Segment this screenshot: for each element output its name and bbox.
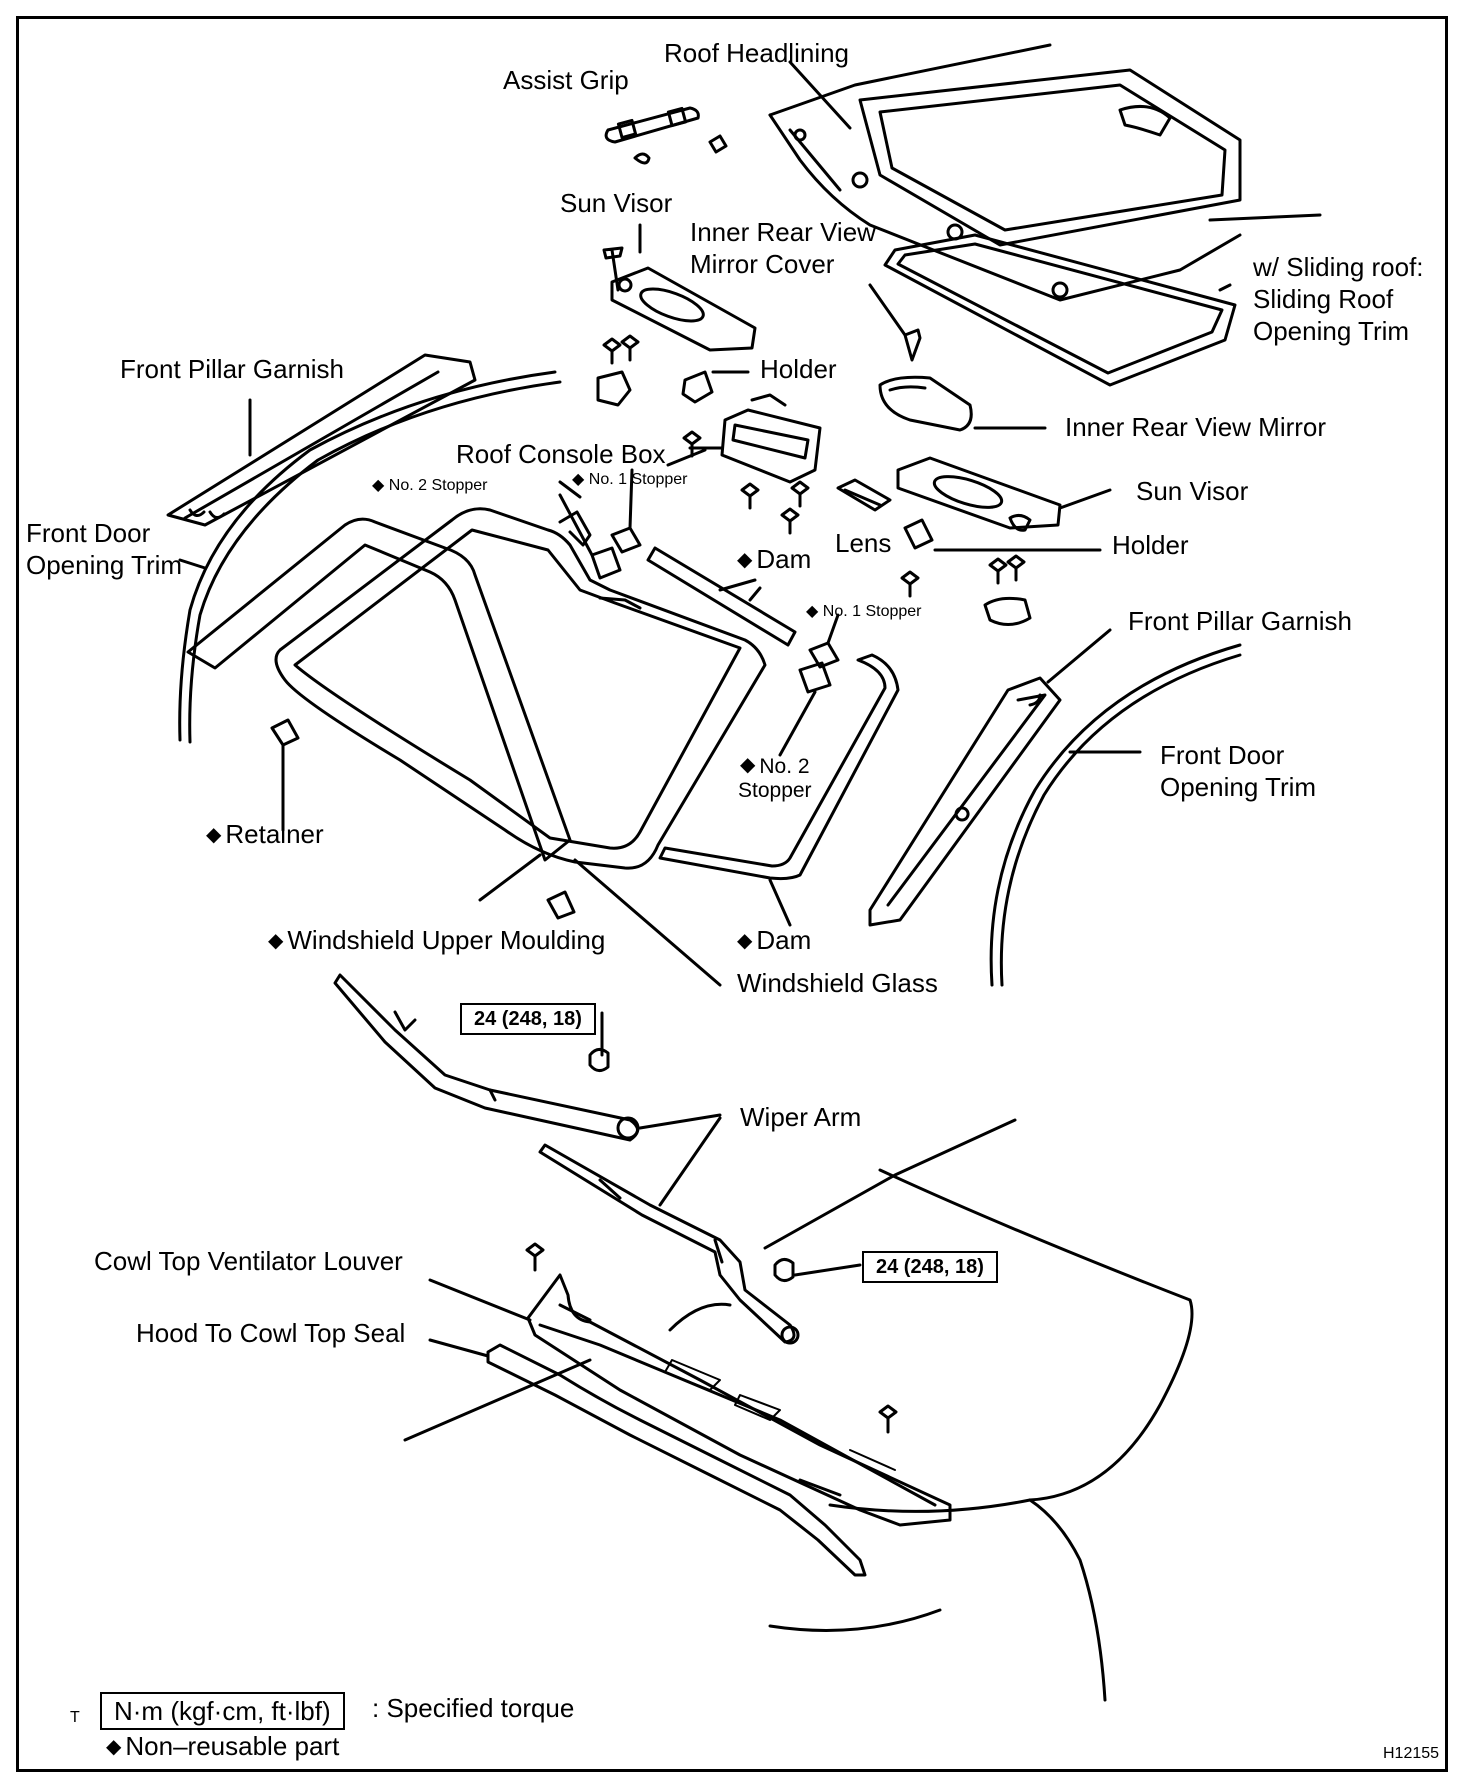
retainer-part xyxy=(270,718,576,920)
cowl-top-ventilator-louver-part xyxy=(428,1273,952,1527)
sun-visor-right-part xyxy=(896,456,1112,532)
assist-grip-part xyxy=(604,106,728,165)
no2-stopper-right-part xyxy=(778,661,832,757)
legend-torque-marker: T xyxy=(70,1709,80,1726)
label-no1-stopper-right: ◆ No. 1 Stopper xyxy=(806,603,922,620)
label-front-door-trim-left-line1: Front Door xyxy=(26,518,151,548)
inner-rear-view-mirror-part xyxy=(878,375,1047,432)
torque-spec-lower: 24 (248, 18) xyxy=(862,1251,998,1283)
label-cowl-top-ventilator-louver: Cowl Top Ventilator Louver xyxy=(94,1246,403,1276)
wiper-arm-lower-part xyxy=(538,1116,800,1345)
non-reusable-mark: ◆ xyxy=(740,754,756,776)
legend-torque-box: N·m (kgf·cm, ft·lbf) xyxy=(100,1692,345,1730)
torque-spec-upper: 24 (248, 18) xyxy=(460,1003,596,1035)
non-reusable-mark: ◆ xyxy=(806,603,819,620)
label-front-door-trim-right-line2: Opening Trim xyxy=(1160,772,1317,802)
sliding-roof-opening-trim-part xyxy=(883,233,1237,387)
non-reusable-mark: ◆ xyxy=(572,471,585,488)
label-assist-grip: Assist Grip xyxy=(503,65,629,95)
label-no2-stopper-right-line2: Stopper xyxy=(738,779,812,802)
non-reusable-mark: ◆ xyxy=(206,824,222,846)
label-sliding-roof-line3: Opening Trim xyxy=(1253,316,1410,346)
upper-moulding-leader-line xyxy=(478,853,542,902)
label-dam-bottom: ◆Dam xyxy=(737,925,812,955)
label-lens: Lens xyxy=(835,528,892,558)
non-reusable-mark: ◆ xyxy=(106,1736,122,1758)
label-dam-top: ◆Dam xyxy=(737,544,812,574)
fastener-screws xyxy=(525,334,1026,1434)
windshield-upper-moulding-part xyxy=(186,510,592,862)
no2-stopper-top-part xyxy=(558,493,622,580)
wiper-arm-upper-part xyxy=(333,973,722,1142)
non-reusable-mark: ◆ xyxy=(737,549,753,571)
hood-to-cowl-top-seal-part xyxy=(428,1338,867,1577)
dam-top-part xyxy=(646,546,797,647)
label-sliding-roof-line1: w/ Sliding roof: xyxy=(1253,252,1424,282)
label-front-pillar-garnish-left: Front Pillar Garnish xyxy=(120,354,344,384)
non-reusable-mark: ◆ xyxy=(268,930,284,952)
label-roof-headlining: Roof Headlining xyxy=(664,38,850,68)
front-door-opening-trim-right-part xyxy=(989,643,1242,987)
front-pillar-garnish-right-part xyxy=(868,628,1112,927)
diagram-frame xyxy=(16,16,1448,1772)
label-windshield-upper-moulding: ◆Windshield Upper Moulding xyxy=(268,925,606,955)
holder-right-part xyxy=(903,518,1102,626)
roof-console-box-part xyxy=(688,393,822,484)
label-holder-right: Holder xyxy=(1112,530,1189,560)
non-reusable-mark: ◆ xyxy=(737,930,753,952)
dam-bottom-part xyxy=(658,653,900,927)
label-holder-top: Holder xyxy=(760,354,837,384)
no1-stopper-top-part xyxy=(610,468,642,554)
label-roof-console-box: Roof Console Box xyxy=(456,439,666,469)
label-inner-mirror-cover-line2: Mirror Cover xyxy=(690,249,835,279)
label-sun-visor-right: Sun Visor xyxy=(1136,476,1249,506)
front-pillar-garnish-left-part xyxy=(166,353,477,527)
label-front-door-trim-right-line1: Front Door xyxy=(1160,740,1285,770)
label-sun-visor-left: Sun Visor xyxy=(560,188,673,218)
no1-stopper-right-part xyxy=(808,613,840,669)
front-door-opening-trim-left-part xyxy=(178,370,562,744)
label-front-pillar-garnish-right: Front Pillar Garnish xyxy=(1128,606,1352,636)
label-no2-stopper-right-line1: ◆No. 2 xyxy=(740,754,810,778)
label-wiper-arm: Wiper Arm xyxy=(740,1102,862,1132)
figure-code: H12155 xyxy=(1383,1745,1440,1762)
label-sliding-roof-line2: Sliding Roof xyxy=(1253,284,1394,314)
label-leader-lines xyxy=(558,60,1232,592)
legend-non-reusable: ◆Non–reusable part xyxy=(106,1731,340,1761)
label-hood-to-cowl-top-seal: Hood To Cowl Top Seal xyxy=(136,1318,406,1348)
torque-lower-leader xyxy=(793,1263,862,1277)
label-inner-mirror-cover-line1: Inner Rear View xyxy=(690,217,876,247)
label-retainer: ◆Retainer xyxy=(206,819,324,849)
label-inner-rear-view-mirror: Inner Rear View Mirror xyxy=(1065,412,1327,442)
label-windshield-glass: Windshield Glass xyxy=(737,968,938,998)
label-no2-stopper-top: ◆ No. 2 Stopper xyxy=(372,477,488,494)
legend-torque-description: : Specified torque xyxy=(372,1693,575,1723)
lens-part xyxy=(836,478,892,512)
holder-top-part xyxy=(596,370,750,407)
label-front-door-trim-left-line2: Opening Trim xyxy=(26,550,183,580)
inner-rear-view-mirror-cover-part xyxy=(868,283,922,362)
non-reusable-mark: ◆ xyxy=(372,477,385,494)
label-no1-stopper-top: ◆ No. 1 Stopper xyxy=(572,471,688,488)
sun-visor-left-part xyxy=(602,246,757,352)
hood-body-outline xyxy=(403,1118,1194,1702)
windshield-glass-part xyxy=(274,507,767,987)
